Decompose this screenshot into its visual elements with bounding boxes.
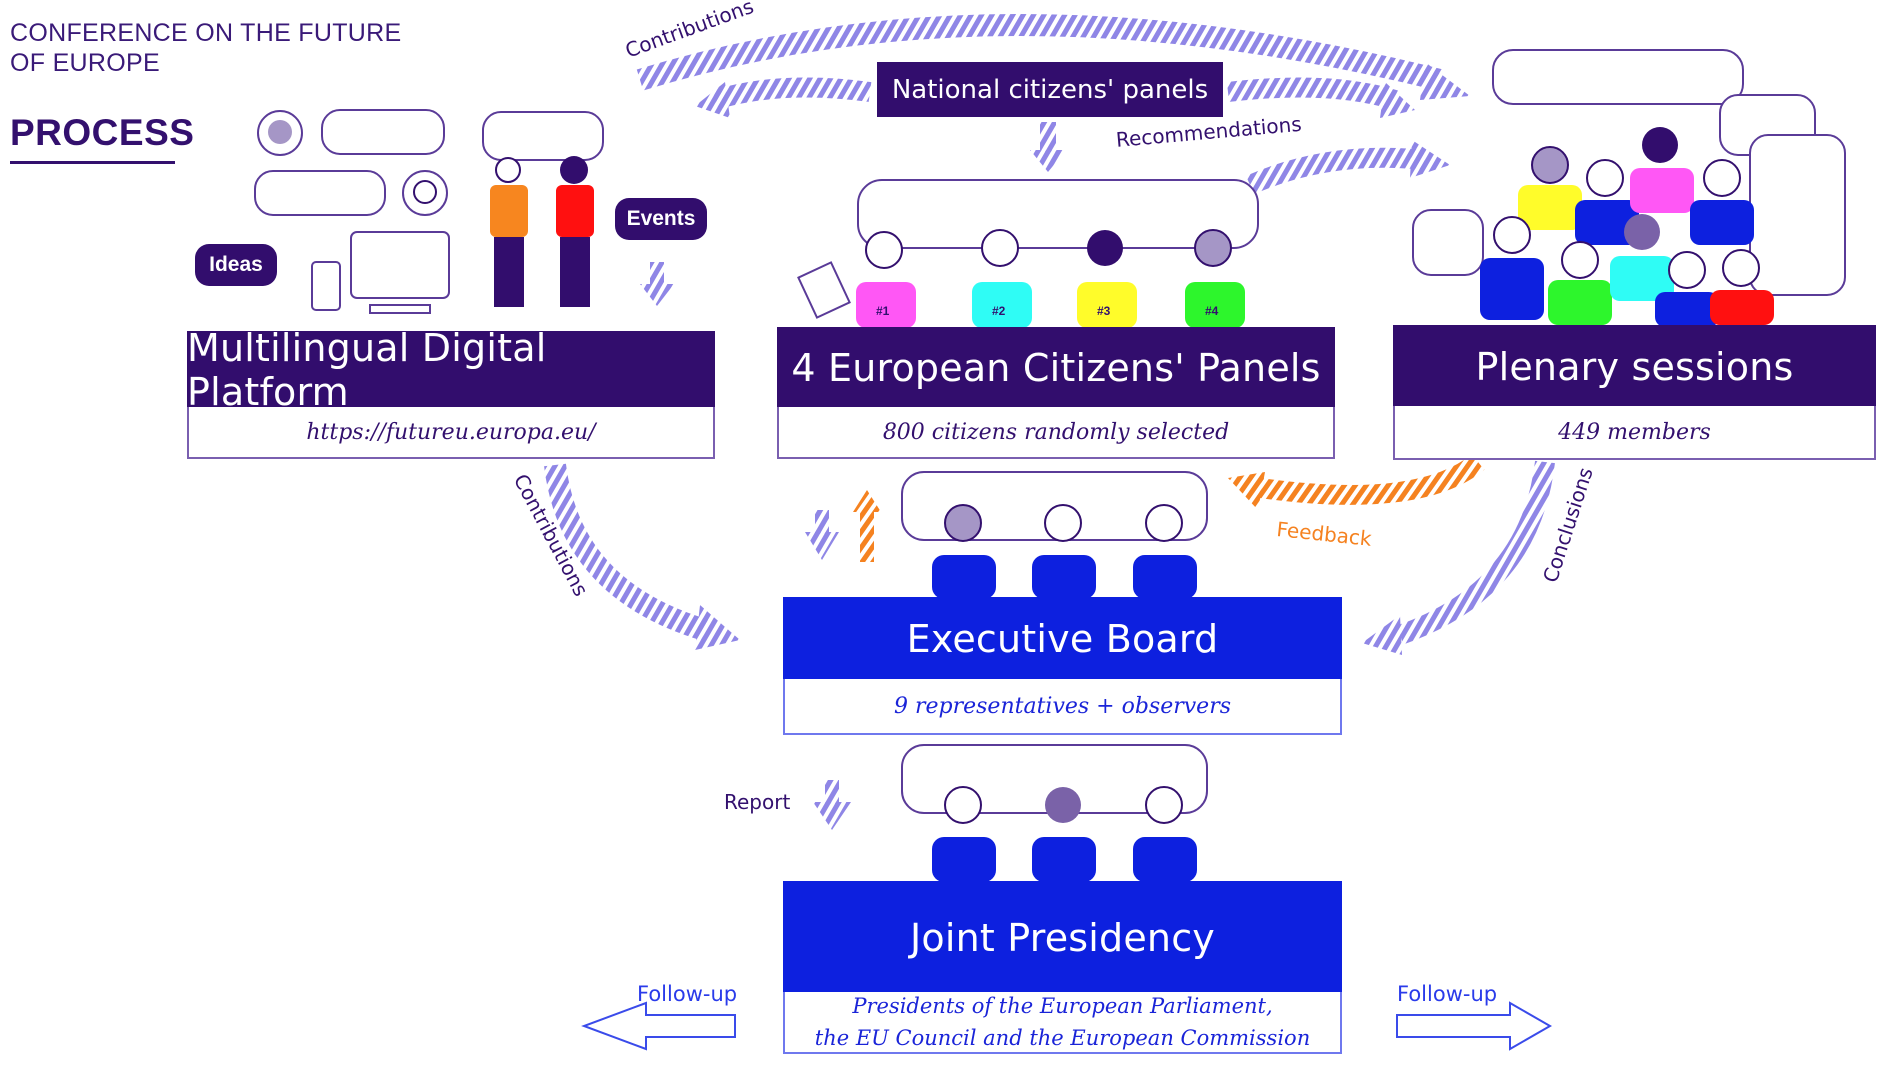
feedback-arc: [1258, 454, 1485, 505]
platform-url[interactable]: https://futureu.europa.eu/: [187, 407, 715, 459]
presidency-members: [932, 786, 1197, 882]
european-citizens-panels-box: 4 European Citizens' Panels 800 citizens…: [777, 327, 1335, 459]
executive-board-title: Executive Board: [783, 597, 1342, 681]
panel-badge-3: #3: [1097, 304, 1111, 318]
joint-presidency-subtitle-line2: the EU Council and the European Commissi…: [814, 1026, 1311, 1050]
board-members: [932, 504, 1197, 599]
plenary-subtitle: 449 members: [1393, 406, 1876, 460]
panel-badge-1: #1: [876, 304, 890, 318]
contributions-arrowhead: [1420, 62, 1470, 100]
conference-title: CONFERENCE ON THE FUTURE OF EUROPE: [10, 18, 401, 78]
events-tag: Events: [615, 198, 707, 240]
follow-up-right-label: Follow-up: [1397, 982, 1498, 1006]
plenary-title: Plenary sessions: [1393, 325, 1876, 408]
joint-presidency-subtitle: Presidents of the European Parliament, t…: [783, 992, 1342, 1054]
panel-badge-4: #4: [1205, 304, 1219, 318]
section-heading: PROCESS: [10, 112, 195, 153]
follow-up-left-label: Follow-up: [637, 982, 738, 1006]
section-heading-underline: [10, 161, 175, 164]
citizens-panels-subtitle: 800 citizens randomly selected: [777, 407, 1335, 459]
phone-icon: [311, 261, 341, 311]
citizens-panels-title: 4 European Citizens' Panels: [777, 327, 1335, 409]
national-citizens-panels-box: National citizens' panels: [877, 62, 1223, 117]
joint-presidency-box: Joint Presidency Presidents of the Europ…: [783, 881, 1342, 1054]
conference-title-line1: CONFERENCE ON THE FUTURE: [10, 19, 402, 47]
plenary-members: [1480, 127, 1774, 327]
recommendations-arc: [1245, 147, 1427, 195]
platform-title: Multilingual Digital Platform: [187, 326, 715, 414]
conference-title-line2: OF EUROPE: [10, 49, 160, 77]
joint-presidency-subtitle-line1: Presidents of the European Parliament,: [852, 994, 1273, 1018]
panel-badge-2: #2: [992, 304, 1006, 318]
executive-board-subtitle: 9 representatives + observers: [783, 679, 1342, 735]
report-label: Report: [724, 790, 791, 814]
ncp-down-arrow: [1040, 122, 1056, 152]
executive-board-box: Executive Board 9 representatives + obse…: [783, 597, 1342, 735]
multilingual-digital-platform-box: Multilingual Digital Platform https://fu…: [187, 326, 715, 459]
panel-citizens: [856, 229, 1245, 328]
ideas-tag: Ideas: [195, 244, 277, 286]
joint-presidency-title: Joint Presidency: [783, 881, 1342, 994]
report-arrow: [825, 780, 839, 804]
ncp-right-arc: [1226, 77, 1398, 110]
ncp-left-arc: [712, 77, 872, 110]
follow-up-right-arrow: [1396, 1001, 1553, 1051]
monitor-icon: [350, 231, 450, 299]
plenary-sessions-box: Plenary sessions 449 members: [1393, 325, 1876, 460]
follow-up-left-arrow: [581, 1001, 736, 1051]
contributions-arc-left: [544, 463, 709, 641]
conclusions-arc: [1396, 460, 1555, 645]
contributions-arc-top: [636, 14, 1443, 91]
